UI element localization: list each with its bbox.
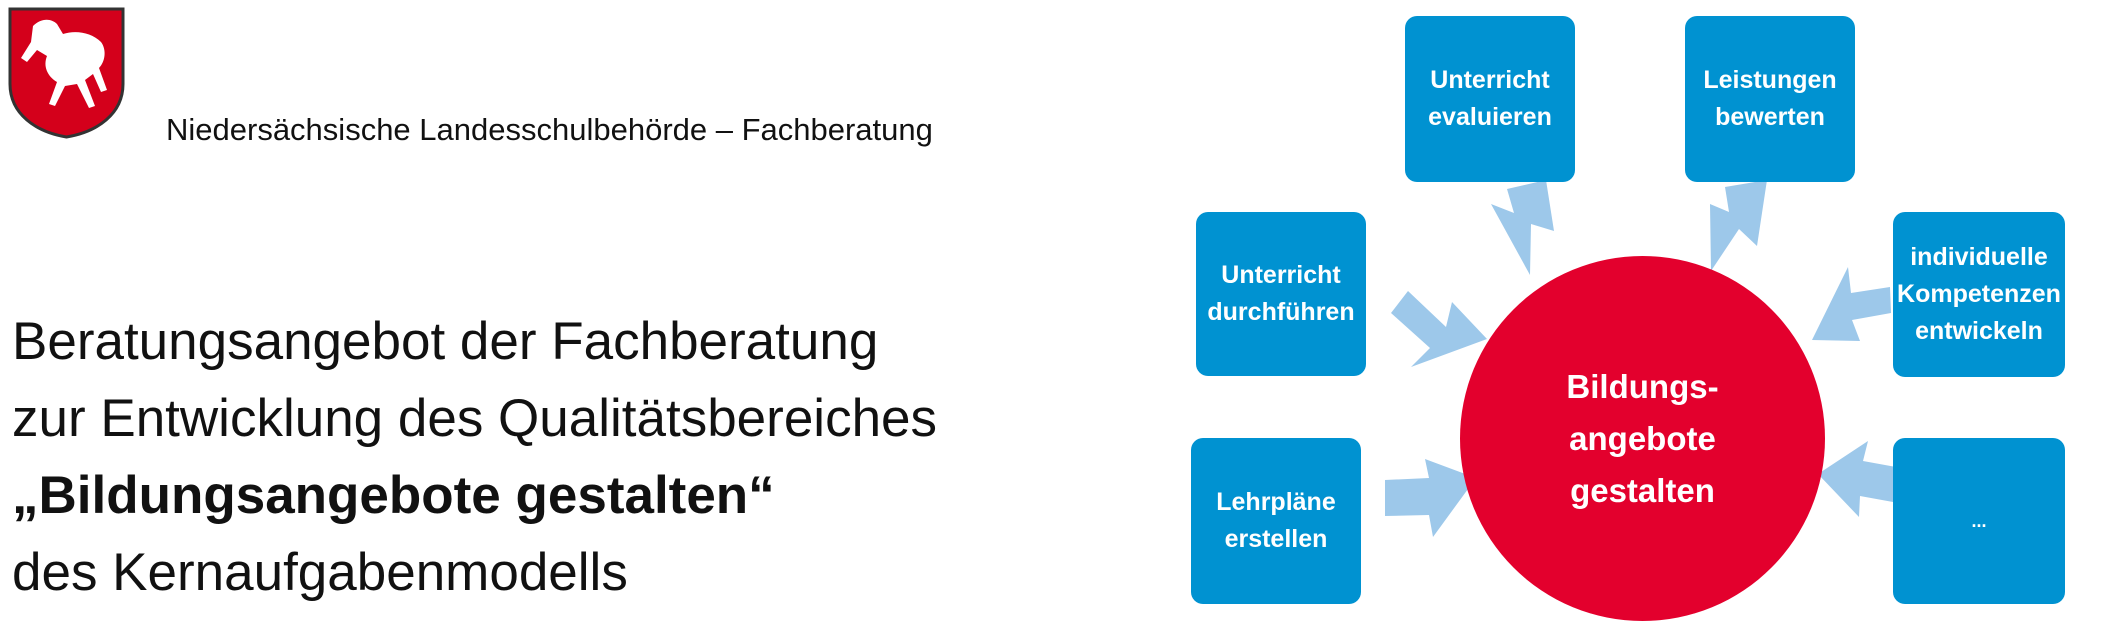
organization-header: Niedersächsische Landesschulbehörde – Fa…: [166, 112, 933, 147]
box-individuelle-kompetenzen: individuelle Kompetenzen entwickeln: [1893, 212, 2065, 377]
core-task-diagram: Unterricht evaluieren Leistungen bewerte…: [1160, 0, 2115, 636]
arrows-layer: [1385, 180, 1896, 537]
arrow-bewerten: [1710, 180, 1767, 271]
box-unterricht-durchfuehren: Unterricht durchführen: [1196, 212, 1366, 376]
box-more: ...: [1893, 438, 2065, 604]
title-line-1: Beratungsangebot der Fachberatung: [12, 312, 879, 371]
box-leistungen-bewerten: Leistungen bewerten: [1685, 16, 1855, 182]
arrow-lehrplaene: [1385, 459, 1476, 537]
title-line-2: zur Entwicklung des Qualitätsbereiches: [12, 389, 938, 448]
arrow-more: [1818, 441, 1896, 517]
title-line-3: „Bildungsangebote gestalten“: [12, 466, 775, 525]
arrow-evaluieren: [1491, 180, 1554, 275]
box-lehrplaene-erstellen: Lehrpläne erstellen: [1191, 438, 1361, 604]
center-circle-bildungsangebote: Bildungs- angebote gestalten: [1460, 256, 1825, 621]
page-title: Beratungsangebot der Fachberatung zur En…: [12, 303, 937, 611]
arrow-durchfuehren: [1391, 291, 1487, 367]
box-unterricht-evaluieren: Unterricht evaluieren: [1405, 16, 1575, 182]
arrow-kompetenzen: [1812, 267, 1891, 341]
lower-saxony-horse-crest-icon: [8, 7, 125, 139]
title-line-4: des Kernaufgabenmodells: [12, 543, 628, 602]
